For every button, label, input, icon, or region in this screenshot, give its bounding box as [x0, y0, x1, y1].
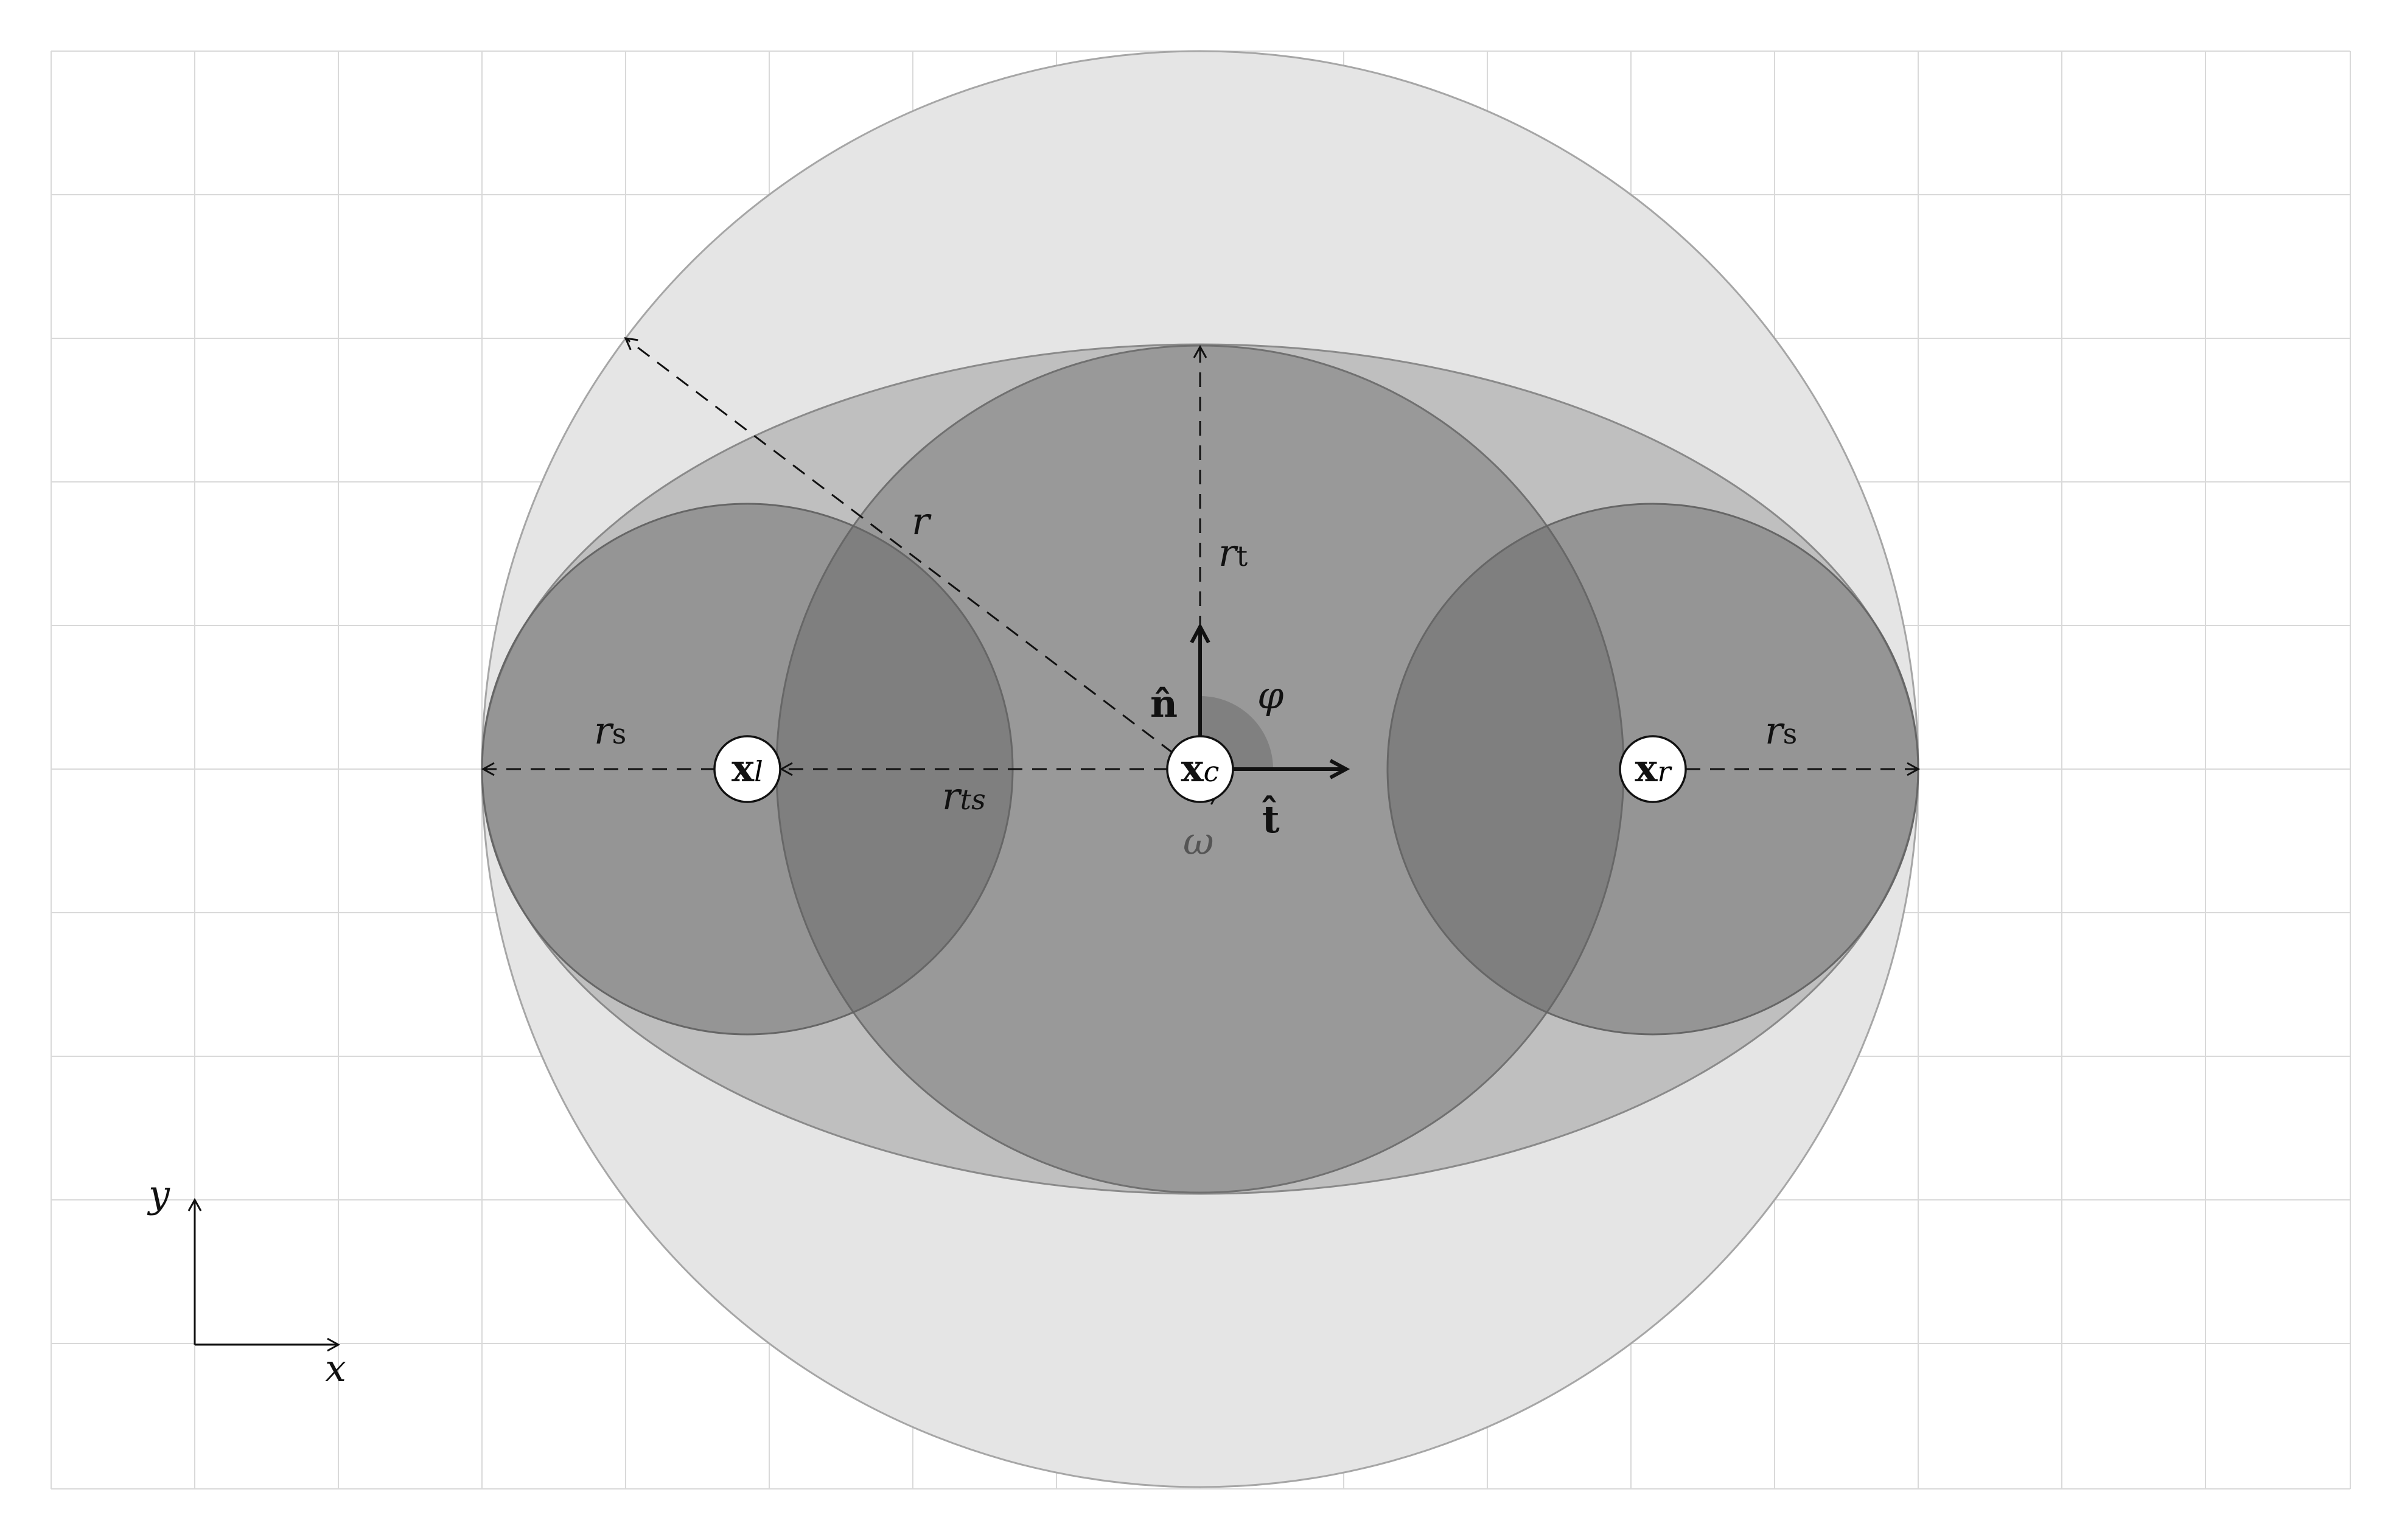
label-r-t-base: r — [1218, 531, 1238, 575]
axes-legend-x-label: x — [325, 1346, 346, 1390]
label-x-c-base: x — [1181, 746, 1204, 790]
node-x-r — [1619, 735, 1687, 803]
label-x-c: xc — [1181, 746, 1220, 790]
label-x-l-sub: l — [754, 755, 763, 788]
label-x-r: xr — [1635, 746, 1673, 790]
label-x-r-sub: r — [1657, 755, 1672, 788]
label-r: r — [912, 499, 932, 543]
label-t-hat: t̂ — [1262, 795, 1280, 841]
label-x-r-base: x — [1635, 746, 1658, 790]
axes-legend: x y — [147, 1172, 346, 1390]
label-x-l-base: x — [731, 746, 755, 790]
label-x-c-sub: c — [1204, 755, 1220, 788]
r-dimension-line — [624, 337, 1174, 754]
node-x-l — [713, 735, 781, 803]
label-r-ts-base: r — [942, 774, 962, 818]
label-r-s-left-base: r — [594, 708, 614, 753]
label-r-ts: rts — [942, 774, 986, 818]
label-r-s-right-base: r — [1765, 708, 1785, 753]
label-r-s-right-sub: s — [1783, 717, 1798, 750]
label-omega: ω — [1183, 819, 1214, 863]
label-n-hat: n̂ — [1150, 681, 1178, 726]
label-r-s-left-sub: s — [612, 717, 627, 750]
label-phi: φ — [1257, 673, 1284, 717]
axes-legend-y-label: y — [147, 1172, 170, 1216]
label-r-t-sub: t — [1237, 540, 1248, 573]
label-r-s-right: rs — [1765, 708, 1797, 753]
label-r-t: rt — [1218, 531, 1248, 575]
label-r-s-left: rs — [594, 708, 626, 753]
label-r-ts-sub: ts — [960, 783, 986, 816]
node-x-c — [1166, 735, 1234, 803]
label-x-l: xl — [731, 746, 763, 790]
